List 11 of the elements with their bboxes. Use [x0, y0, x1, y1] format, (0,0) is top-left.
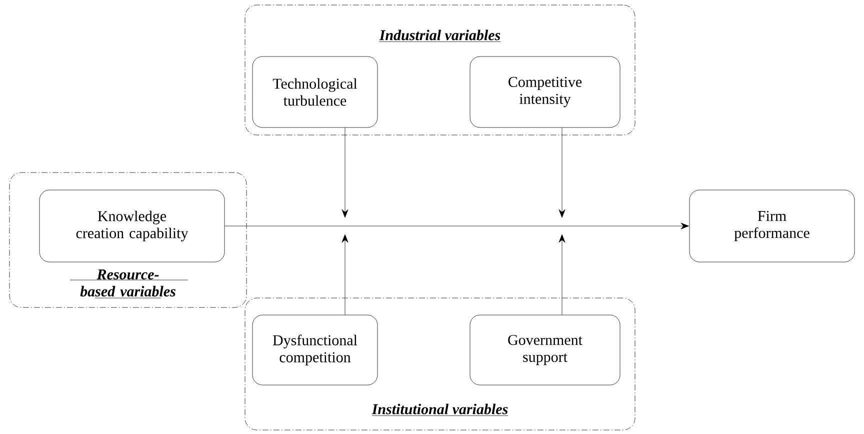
- arrow: [558, 234, 566, 315]
- arrow: [224, 222, 689, 230]
- arrow: [558, 128, 566, 218]
- variable-box: Government support: [470, 314, 620, 386]
- arrow: [342, 234, 348, 315]
- variable-box: Dysfunctional competition: [252, 314, 378, 386]
- variable-box: Competitive intensity: [470, 56, 620, 128]
- variable-box: Firm performance: [689, 190, 855, 262]
- variable-box: Knowledge creation capability: [39, 190, 225, 262]
- arrow: [342, 128, 348, 218]
- variable-box: Technological turbulence: [252, 56, 378, 128]
